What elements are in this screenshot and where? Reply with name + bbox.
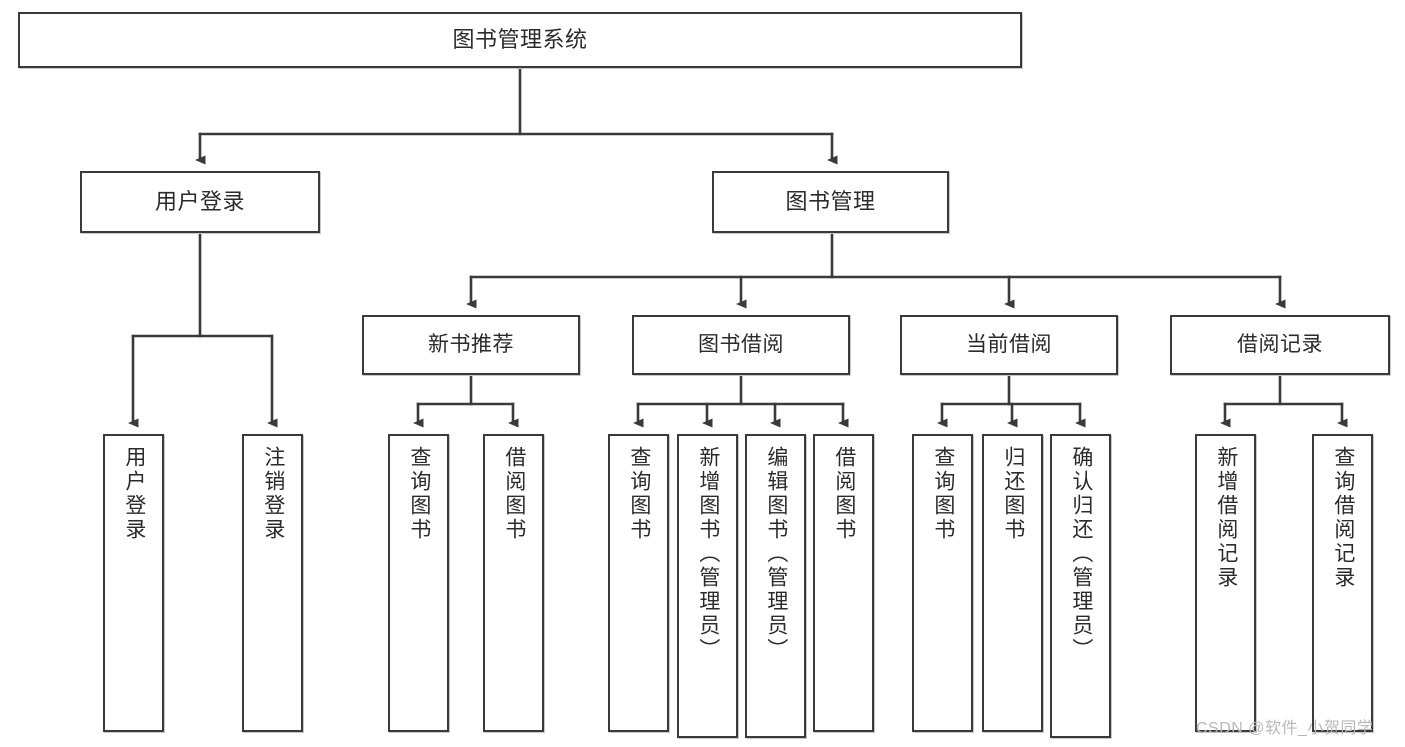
- node-leaf-add-book-admin[interactable]: 新增图书（管理员）: [677, 434, 738, 738]
- node-leaf-add-book-admin-label: 新增图书（管理员）: [696, 446, 720, 662]
- node-leaf-return-book-label: 归还图书: [1001, 446, 1025, 542]
- node-leaf-query-book-current[interactable]: 查询图书: [912, 434, 973, 732]
- node-root-label: 图书管理系统: [452, 27, 588, 53]
- node-user-login-label: 用户登录: [154, 189, 245, 215]
- node-leaf-query-book-borrow[interactable]: 查询图书: [608, 434, 669, 732]
- node-leaf-user-logout[interactable]: 注销登录: [242, 434, 303, 732]
- node-leaf-user-logout-label: 注销登录: [261, 446, 285, 542]
- node-new-book-rec-label: 新书推荐: [428, 332, 514, 356]
- node-leaf-borrow-book-rec-label: 借阅图书: [502, 446, 526, 542]
- node-leaf-query-book-rec[interactable]: 查询图书: [388, 434, 449, 732]
- node-book-borrow[interactable]: 图书借阅: [632, 315, 850, 375]
- node-leaf-borrow-book-label: 借阅图书: [832, 446, 856, 542]
- node-leaf-edit-book-admin[interactable]: 编辑图书（管理员）: [745, 434, 806, 738]
- node-leaf-add-borrow-record-label: 新增借阅记录: [1214, 446, 1238, 590]
- node-leaf-user-login-label: 用户登录: [122, 446, 146, 542]
- node-leaf-user-login[interactable]: 用户登录: [103, 434, 164, 732]
- node-leaf-return-book[interactable]: 归还图书: [982, 434, 1043, 732]
- node-leaf-confirm-return-admin-label: 确认归还（管理员）: [1069, 446, 1093, 662]
- node-current-borrow[interactable]: 当前借阅: [900, 315, 1118, 375]
- node-leaf-confirm-return-admin[interactable]: 确认归还（管理员）: [1050, 434, 1111, 738]
- node-new-book-rec[interactable]: 新书推荐: [362, 315, 580, 375]
- node-current-borrow-label: 当前借阅: [966, 332, 1052, 356]
- node-leaf-borrow-book-rec[interactable]: 借阅图书: [483, 434, 544, 732]
- node-book-manage-label: 图书管理: [785, 189, 876, 215]
- node-book-manage[interactable]: 图书管理: [712, 171, 949, 233]
- node-leaf-query-book-current-label: 查询图书: [931, 446, 955, 542]
- node-root[interactable]: 图书管理系统: [18, 12, 1022, 68]
- node-leaf-query-borrow-record[interactable]: 查询借阅记录: [1312, 434, 1373, 732]
- node-leaf-add-borrow-record[interactable]: 新增借阅记录: [1195, 434, 1256, 732]
- node-borrow-record-label: 借阅记录: [1237, 332, 1323, 356]
- node-leaf-edit-book-admin-label: 编辑图书（管理员）: [764, 446, 788, 662]
- node-leaf-query-book-rec-label: 查询图书: [407, 446, 431, 542]
- node-leaf-borrow-book[interactable]: 借阅图书: [813, 434, 874, 732]
- node-leaf-query-borrow-record-label: 查询借阅记录: [1331, 446, 1355, 590]
- node-user-login[interactable]: 用户登录: [80, 171, 320, 233]
- watermark: CSDN @软件_小贺同学: [1196, 720, 1374, 737]
- node-borrow-record[interactable]: 借阅记录: [1170, 315, 1390, 375]
- node-book-borrow-label: 图书借阅: [698, 332, 784, 356]
- node-leaf-query-book-borrow-label: 查询图书: [627, 446, 651, 542]
